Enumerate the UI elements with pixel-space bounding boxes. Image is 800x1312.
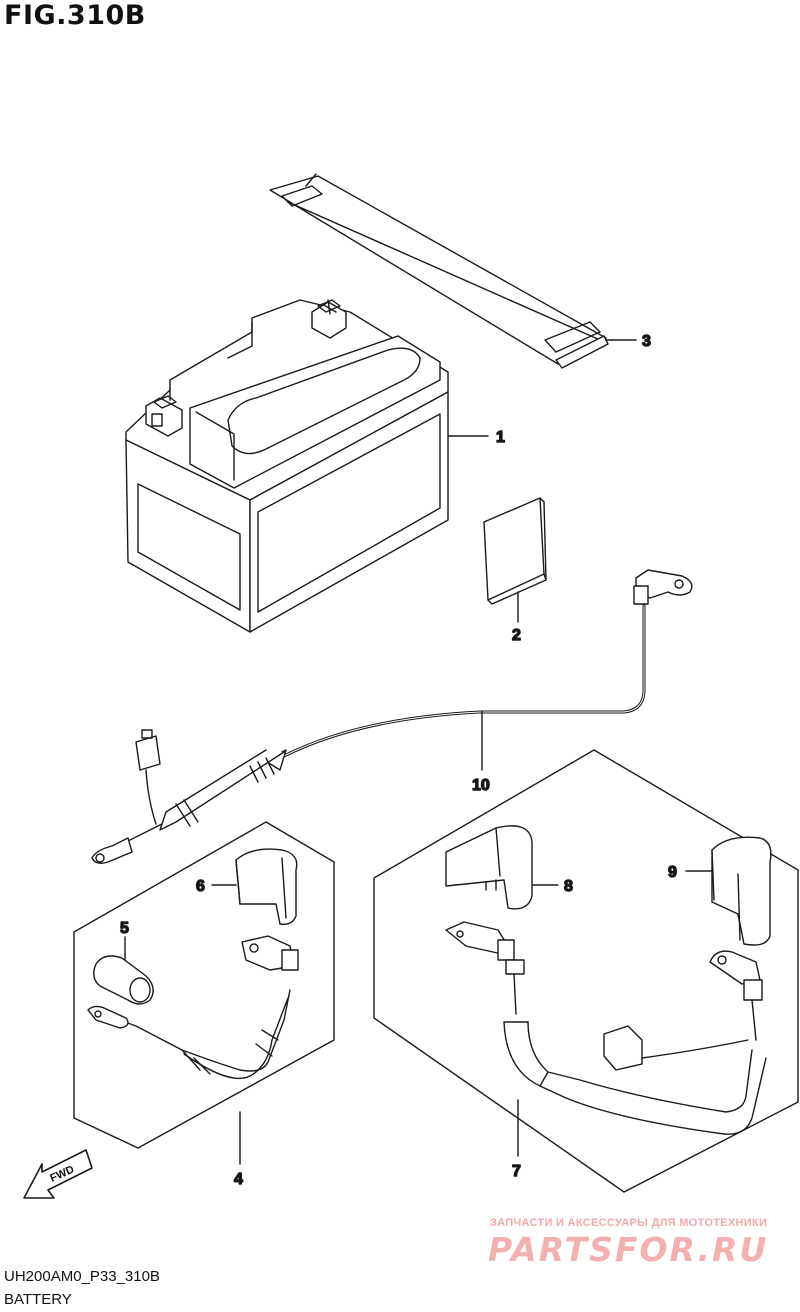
diagram-name: BATTERY	[4, 1291, 72, 1308]
battery	[125, 299, 449, 633]
sensor-cable	[91, 569, 693, 865]
callout-4: 4	[234, 1171, 243, 1188]
battery-strap	[269, 173, 609, 369]
callout-8: 8	[564, 878, 573, 895]
callout-3: 3	[642, 333, 651, 350]
callout-2: 2	[512, 627, 521, 644]
figure-title: FIG.310B	[4, 0, 146, 31]
diagram-code: UH200AM0_P33_310B	[4, 1268, 160, 1285]
callout-5: 5	[120, 920, 129, 937]
positive-cable-4	[87, 935, 299, 1080]
callout-1: 1	[496, 429, 505, 446]
negative-cable-7	[445, 921, 767, 1135]
kit-box-b	[373, 749, 799, 1193]
terminal-boot-5	[93, 955, 154, 1005]
battery-label-card	[483, 497, 547, 605]
forward-arrow-icon: FWD	[23, 1149, 93, 1199]
terminal-cap-6	[235, 848, 298, 926]
callout-6: 6	[196, 878, 205, 895]
terminal-cap-8	[445, 825, 533, 910]
kit-box-a	[73, 821, 335, 1149]
terminal-cap-9	[711, 836, 772, 946]
watermark-tagline: ЗАПЧАСТИ И АКСЕССУАРЫ ДЛЯ МОТОТЕХНИКИ	[490, 1217, 768, 1229]
callout-7: 7	[512, 1163, 521, 1180]
callout-10: 10	[472, 777, 490, 794]
callout-9: 9	[668, 864, 677, 881]
watermark-logo: PARTSFOR.RU	[488, 1230, 769, 1269]
